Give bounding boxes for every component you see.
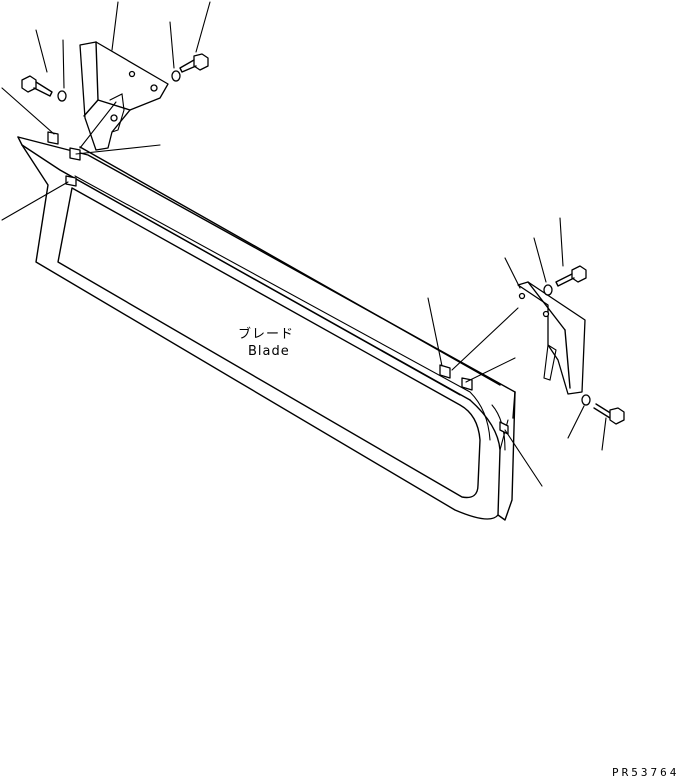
blade-label-en: Blade: [248, 344, 290, 359]
leader-lines: [1, 1, 607, 487]
left-bolt-1: [21, 75, 53, 97]
left-bolt-2: [179, 53, 209, 73]
right-bolt-2: [593, 403, 625, 425]
blade-label-jp: ブレード: [238, 326, 294, 342]
right-bolt-1: [555, 265, 587, 287]
blade: [17, 136, 516, 521]
left-mount-pads: [47, 131, 81, 187]
left-washer-2: [171, 70, 181, 82]
left-bracket: [79, 41, 169, 151]
drawing-code: PR53764: [612, 766, 679, 779]
right-bracket: [517, 281, 586, 395]
right-washer-2: [581, 394, 591, 406]
right-washer-1: [543, 284, 553, 296]
left-washer-1: [57, 90, 67, 102]
